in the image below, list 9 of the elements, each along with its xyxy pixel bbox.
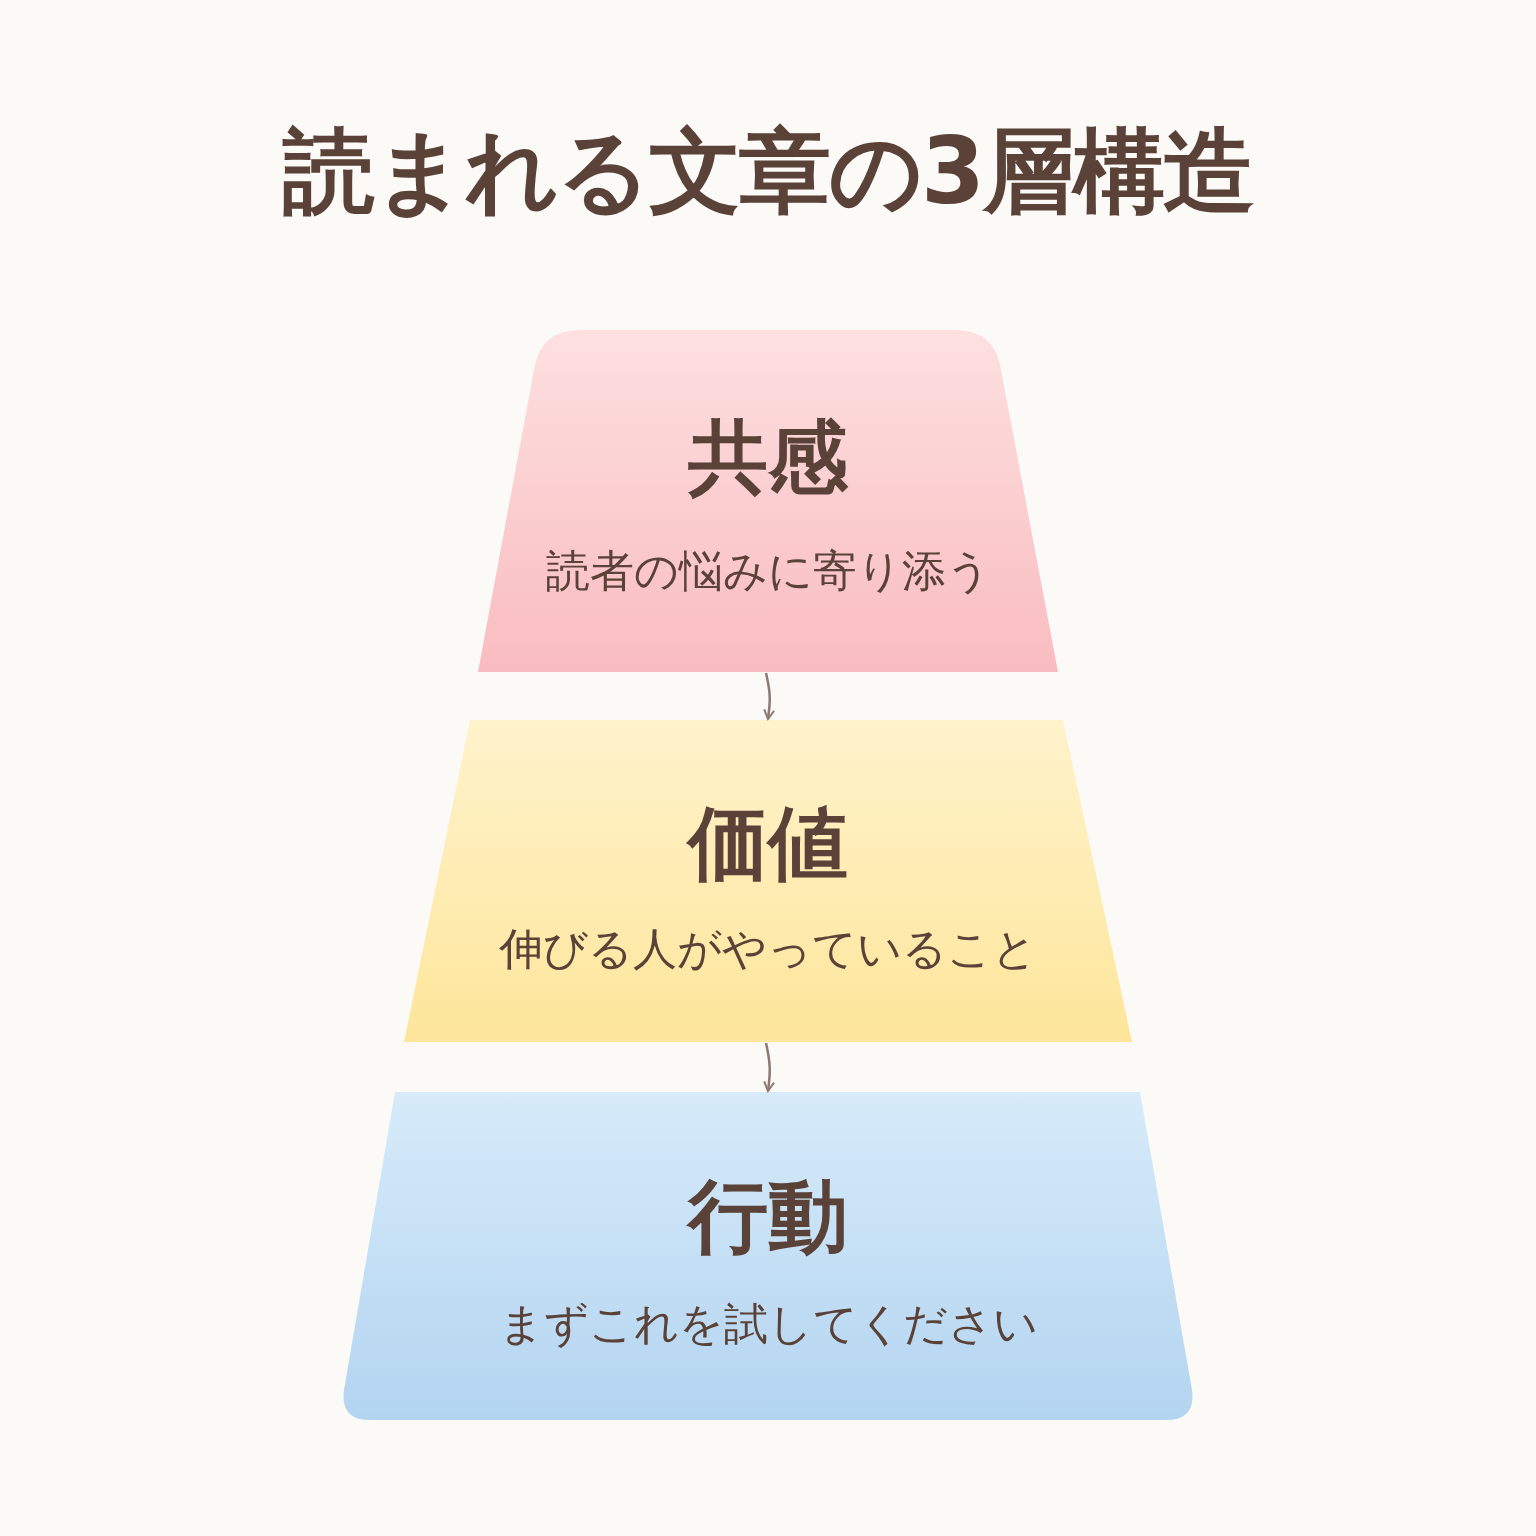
arrow — [763, 672, 776, 720]
title: 読まれる文章の3層構造 — [281, 117, 1255, 227]
tier-heading: 価値 — [685, 795, 849, 892]
tier-description: 伸びる人がやっていること — [498, 921, 1038, 976]
tier-heading: 行動 — [685, 1169, 849, 1266]
tier-heading: 共感 — [687, 410, 849, 507]
tier-description: 読者の悩みに寄り添う — [544, 544, 992, 599]
tier-description: まずこれを試してください — [497, 1297, 1039, 1352]
arrow — [763, 1042, 776, 1092]
